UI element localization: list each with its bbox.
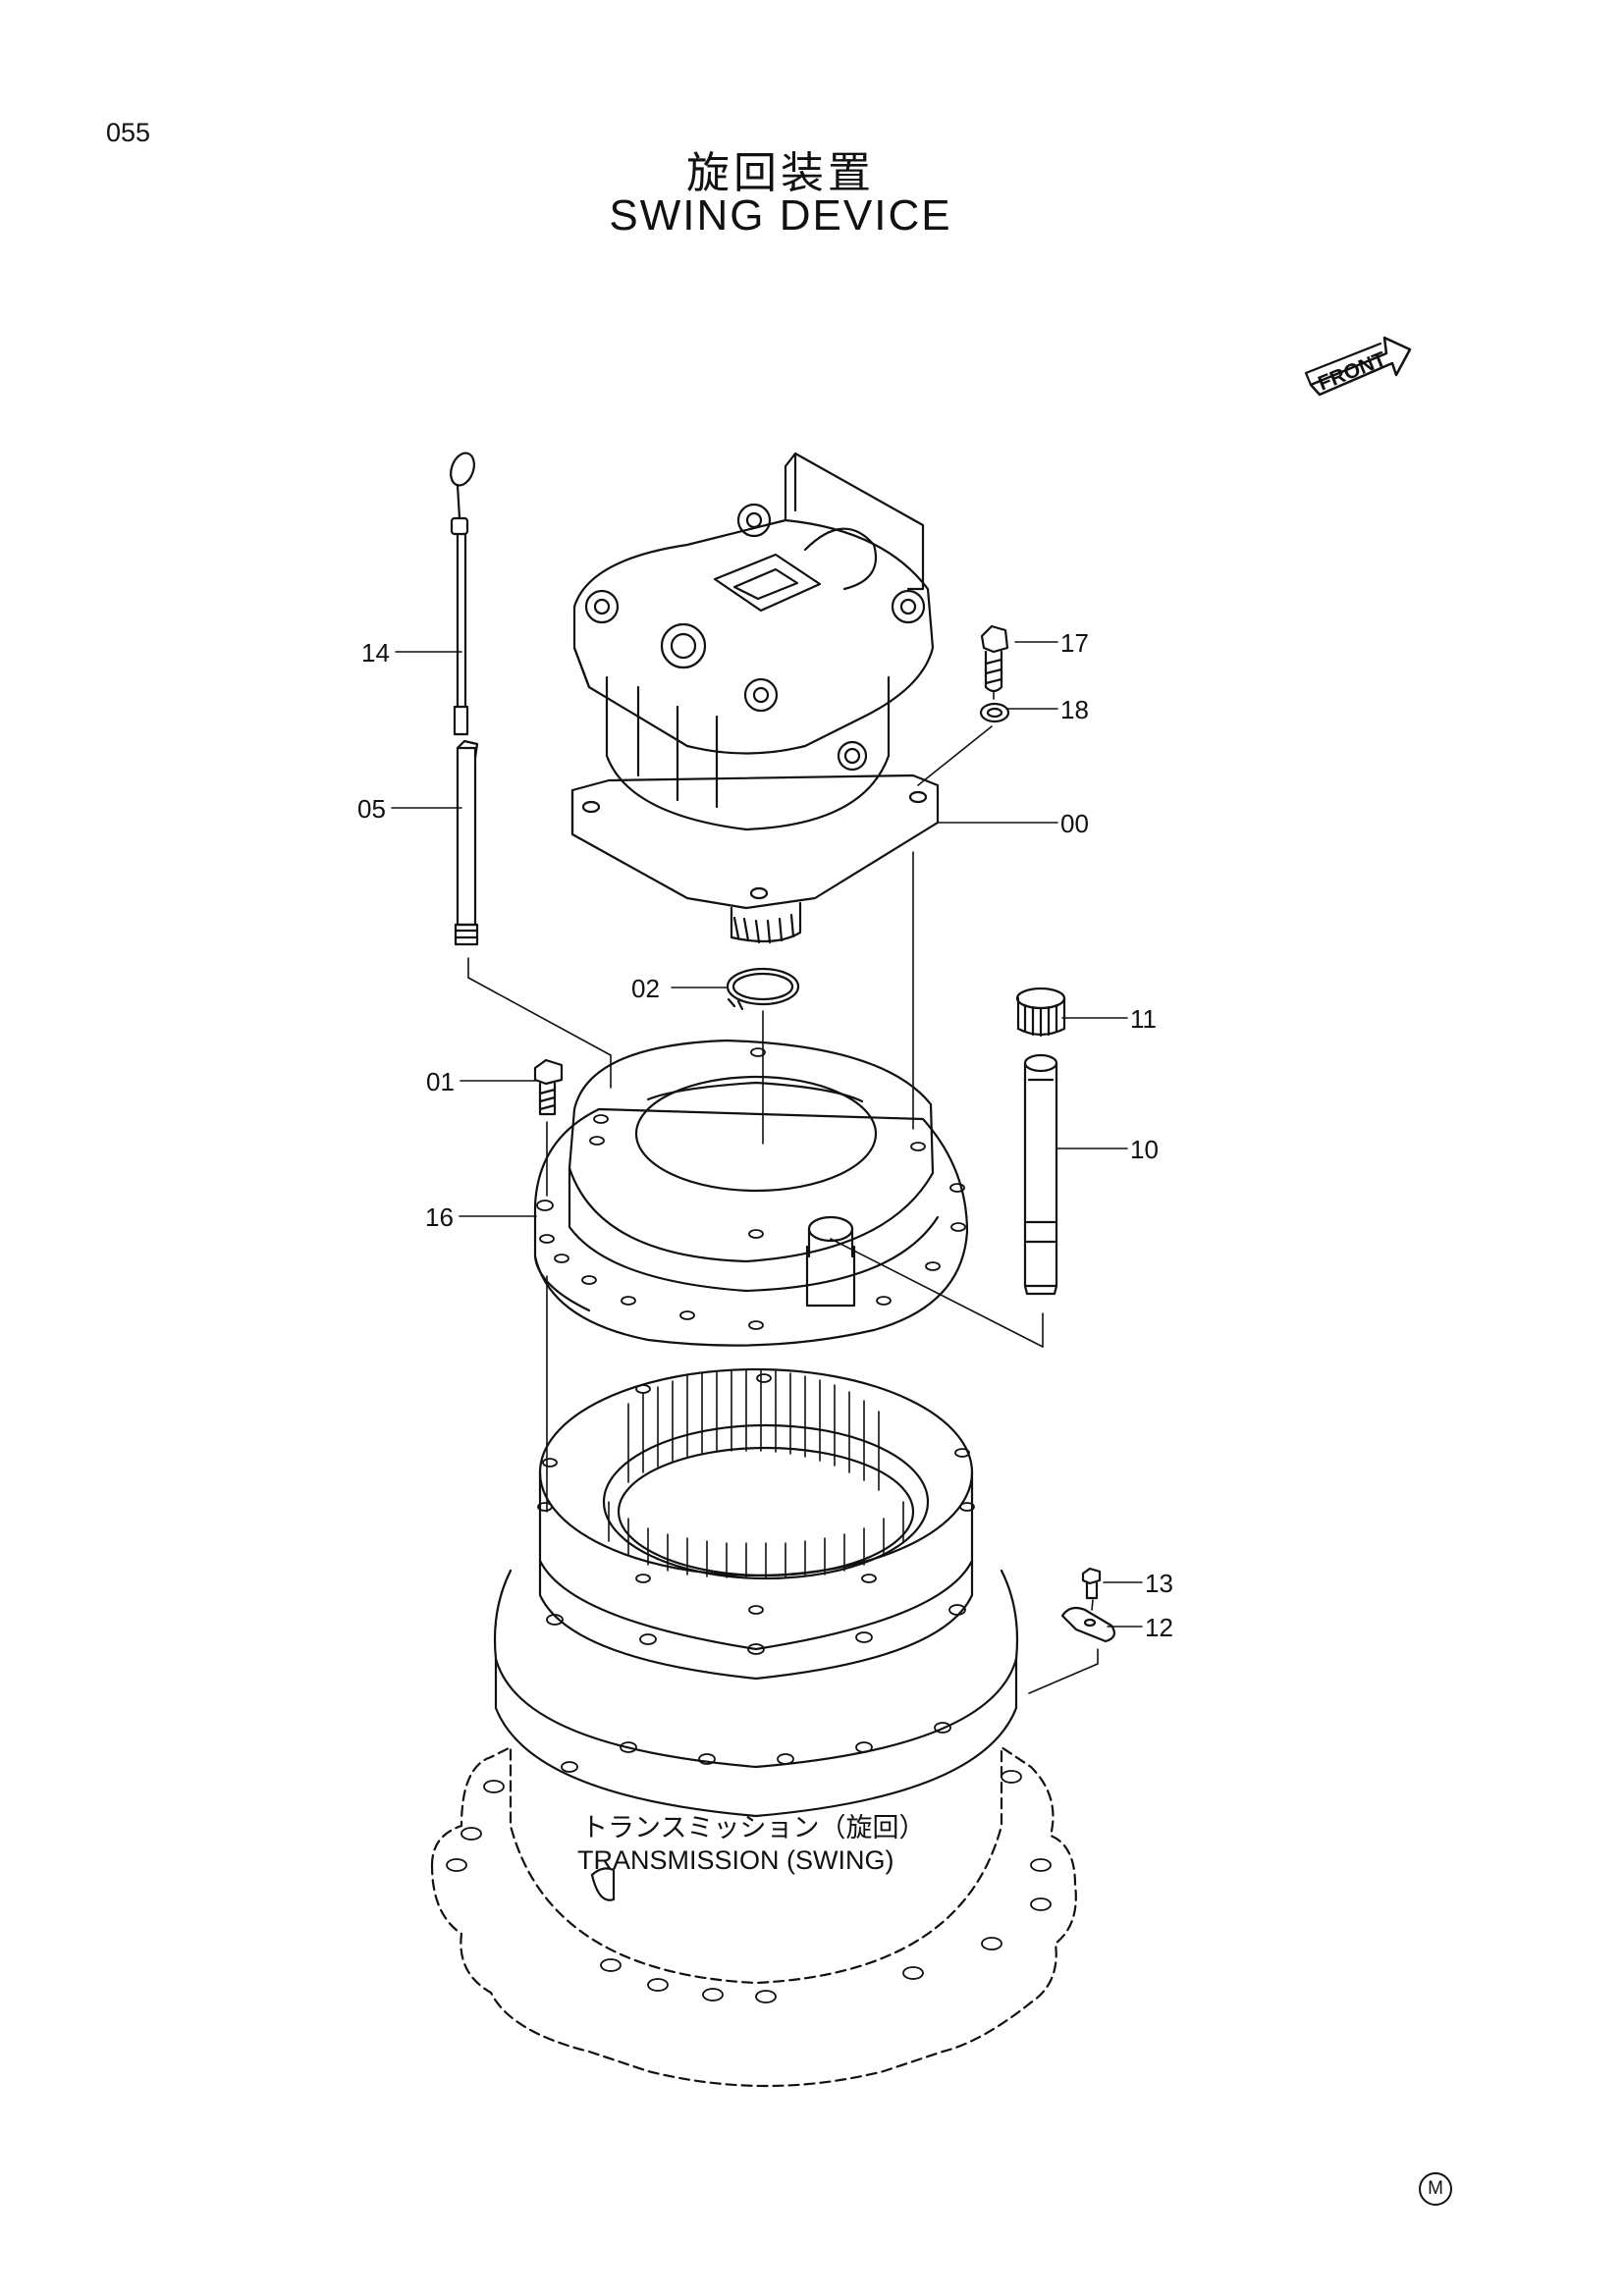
front-arrow-icon: FRONT	[1304, 336, 1412, 397]
title-japanese: 旋回装置	[686, 148, 875, 198]
title-english: SWING DEVICE	[609, 191, 952, 240]
plate-12	[1060, 1606, 1115, 1643]
page-number: 055	[106, 118, 151, 147]
callout-00: 00	[1060, 809, 1089, 838]
callout-11: 11	[1130, 1004, 1157, 1034]
callout-13: 13	[1145, 1569, 1173, 1598]
callout-17: 17	[1060, 628, 1089, 658]
bolt-01	[533, 1058, 564, 1116]
pipe-05	[454, 739, 479, 946]
callout-10: 10	[1130, 1135, 1159, 1164]
circled-m-mark: M	[1419, 2172, 1452, 2206]
transmission-label-japanese: トランスミッション（旋回）	[581, 1813, 926, 1843]
bolt-17	[980, 624, 1009, 693]
callout-01: 01	[426, 1067, 455, 1096]
callout-02: 02	[631, 974, 660, 1003]
level-gauge-14	[450, 452, 475, 736]
snap-ring-02	[726, 967, 800, 1011]
transmission-label-english: TRANSMISSION (SWING)	[577, 1845, 894, 1875]
washer-18	[979, 702, 1010, 723]
pipe-10	[1023, 1053, 1058, 1296]
callout-12: 12	[1145, 1613, 1173, 1642]
callout-14: 14	[361, 638, 390, 667]
housing-16	[533, 1039, 969, 1347]
transmission-housing	[430, 1367, 1077, 2088]
cap-11	[1015, 987, 1066, 1038]
callout-16: 16	[425, 1202, 454, 1232]
callout-18: 18	[1060, 695, 1089, 724]
callout-05: 05	[357, 794, 386, 824]
swing-motor-00	[570, 452, 940, 944]
screw-13	[1081, 1567, 1102, 1600]
